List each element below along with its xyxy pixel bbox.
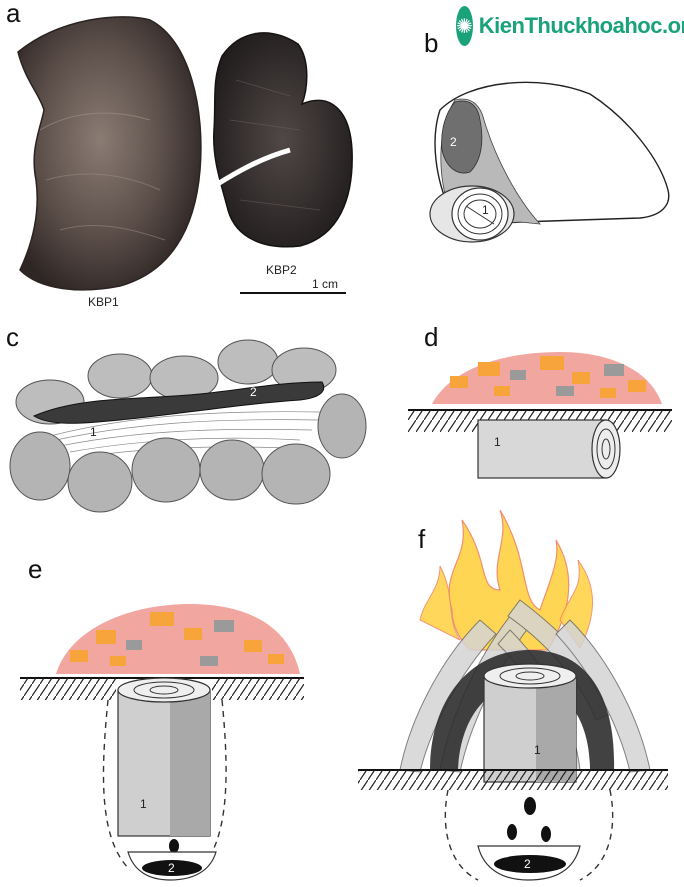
panel-c: c 2 1 (6, 322, 367, 513)
tar-drip-e (169, 839, 179, 853)
fossil-kbp2 (212, 32, 353, 248)
ember-chunks (450, 356, 646, 398)
c-label-2: 2 (250, 385, 257, 399)
panel-b-letter: b (424, 28, 438, 58)
buried-bark-roll (477, 419, 607, 479)
bark-strips (49, 411, 321, 457)
panel-f-letter: f (418, 524, 426, 554)
c-label-1: 1 (90, 425, 97, 439)
fossil-kbp1 (17, 16, 202, 291)
watermark-text: KienThuckhoahoc.org (478, 13, 684, 38)
tar-drips-f (507, 797, 551, 842)
label-1: 1 (482, 203, 489, 217)
front-stones (9, 393, 367, 513)
panel-b: b 2 1 (424, 28, 670, 243)
label-2: 2 (450, 135, 457, 149)
watermark-logo: ✺ KienThuckhoahoc.org (456, 4, 684, 48)
panel-c-letter: c (6, 322, 19, 352)
ember-chunks-e (70, 612, 284, 666)
f-label-1: 1 (534, 743, 541, 757)
e-label-1: 1 (140, 797, 147, 811)
panel-a-letter: a (6, 0, 21, 28)
panel-a: a KBP1 KBP2 1 cm (6, 0, 353, 309)
kbp2-label: KBP2 (266, 263, 297, 277)
bulb-logo-icon: ✺ (456, 6, 473, 46)
kbp1-label: KBP1 (88, 295, 119, 309)
ember-pile-e (56, 604, 300, 674)
f-label-2: 2 (524, 857, 531, 871)
panel-e-letter: e (28, 554, 42, 584)
pit-outline-f (444, 789, 614, 881)
panel-d-letter: d (424, 322, 438, 352)
panel-d: d 1 (408, 322, 672, 479)
tar-band (32, 381, 325, 424)
d-label-1: 1 (494, 435, 501, 449)
coprolite-dark-region-2 (441, 100, 483, 174)
e-label-2: 2 (168, 861, 175, 875)
scale-bar-label: 1 cm (312, 277, 338, 291)
panel-e: e 1 (20, 554, 304, 881)
pit-outline-e (102, 699, 227, 871)
panel-f: f 1 (358, 509, 668, 881)
